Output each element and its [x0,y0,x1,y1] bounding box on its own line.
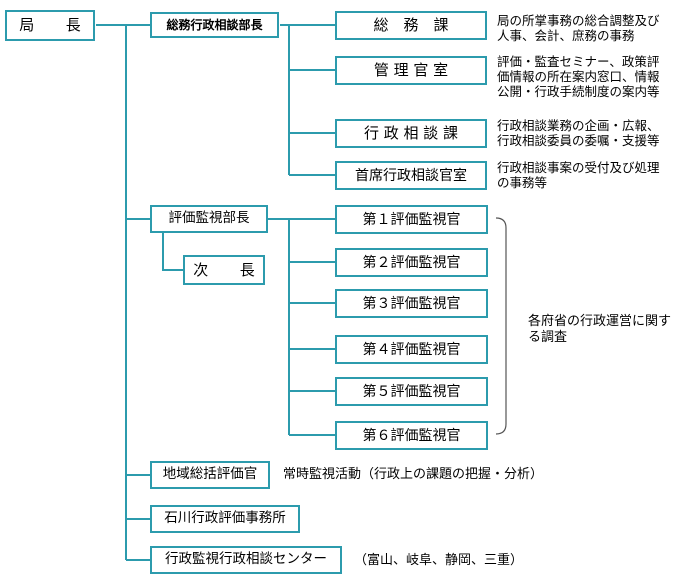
ga-note-2: 行政相談業務の企画・広報、 行政相談委員の委嘱・支援等 [497,118,660,148]
ga-unit-box-3: 首席行政相談官室 [335,161,487,190]
director-general-box: 局 長 [5,10,95,41]
ga-unit-label-1: 管 理 官 室 [373,61,449,79]
officer-box-0: 第１評価監視官 [335,205,488,234]
center-note: （富山、岐阜、静岡、三重） [354,553,524,568]
ishikawa-label: 石川行政評価事務所 [164,510,286,527]
officer-label-2: 第３評価監視官 [362,295,461,312]
officer-box-3: 第４評価監視官 [335,335,488,364]
officer-label-0: 第１評価監視官 [362,211,461,228]
deputy-box: 次 長 [183,255,265,285]
officers-note: 各府省の行政運営に関す る調査 [528,314,672,345]
officer-box-5: 第６評価監視官 [335,421,488,450]
general-affairs-head-label: 総務行政相談部長 [166,18,263,32]
officer-box-1: 第２評価監視官 [335,248,488,277]
ga-note-3: 行政相談事案の受付及び処理 の事務等 [497,160,660,190]
officer-label-1: 第２評価監視官 [362,254,461,271]
center-box: 行政監視行政相談センター [150,546,342,574]
officer-box-2: 第３評価監視官 [335,289,488,318]
ga-unit-box-1: 管 理 官 室 [335,56,487,85]
connector-deputy [162,233,183,271]
director-general-label: 局 長 [19,16,89,34]
officer-label-4: 第５評価監視官 [362,383,461,400]
regional-box: 地域総括評価官 [150,461,270,489]
ga-unit-label-0: 総 務 課 [373,16,449,34]
evaluation-head-label: 評価監視部長 [168,210,250,227]
deputy-label: 次 長 [193,260,264,279]
center-label: 行政監視行政相談センター [165,551,327,568]
ga-note-1: 評価・監査セミナー、政策評 価情報の所在案内窓口、情報 公開・行政手続制度の案内… [497,54,660,99]
ga-unit-label-2: 行 政 相 談 課 [363,124,459,142]
ga-note-0: 局の所掌事務の総合調整及び 人事、会計、庶務の事務 [497,13,660,43]
evaluation-head-box: 評価監視部長 [150,205,268,233]
officer-box-4: 第５評価監視官 [335,377,488,406]
regional-label: 地域総括評価官 [162,466,258,483]
officer-label-3: 第４評価監視官 [362,341,461,358]
regional-note: 常時監視活動（行政上の課題の把握・分析） [283,467,544,482]
ga-unit-box-0: 総 務 課 [335,11,487,40]
ga-unit-box-2: 行 政 相 談 課 [335,119,487,148]
officers-bracket [495,217,507,435]
general-affairs-head-box: 総務行政相談部長 [150,12,279,38]
officer-label-5: 第６評価監視官 [362,427,461,444]
ishikawa-box: 石川行政評価事務所 [150,505,300,533]
ga-unit-label-3: 首席行政相談官室 [355,167,467,184]
